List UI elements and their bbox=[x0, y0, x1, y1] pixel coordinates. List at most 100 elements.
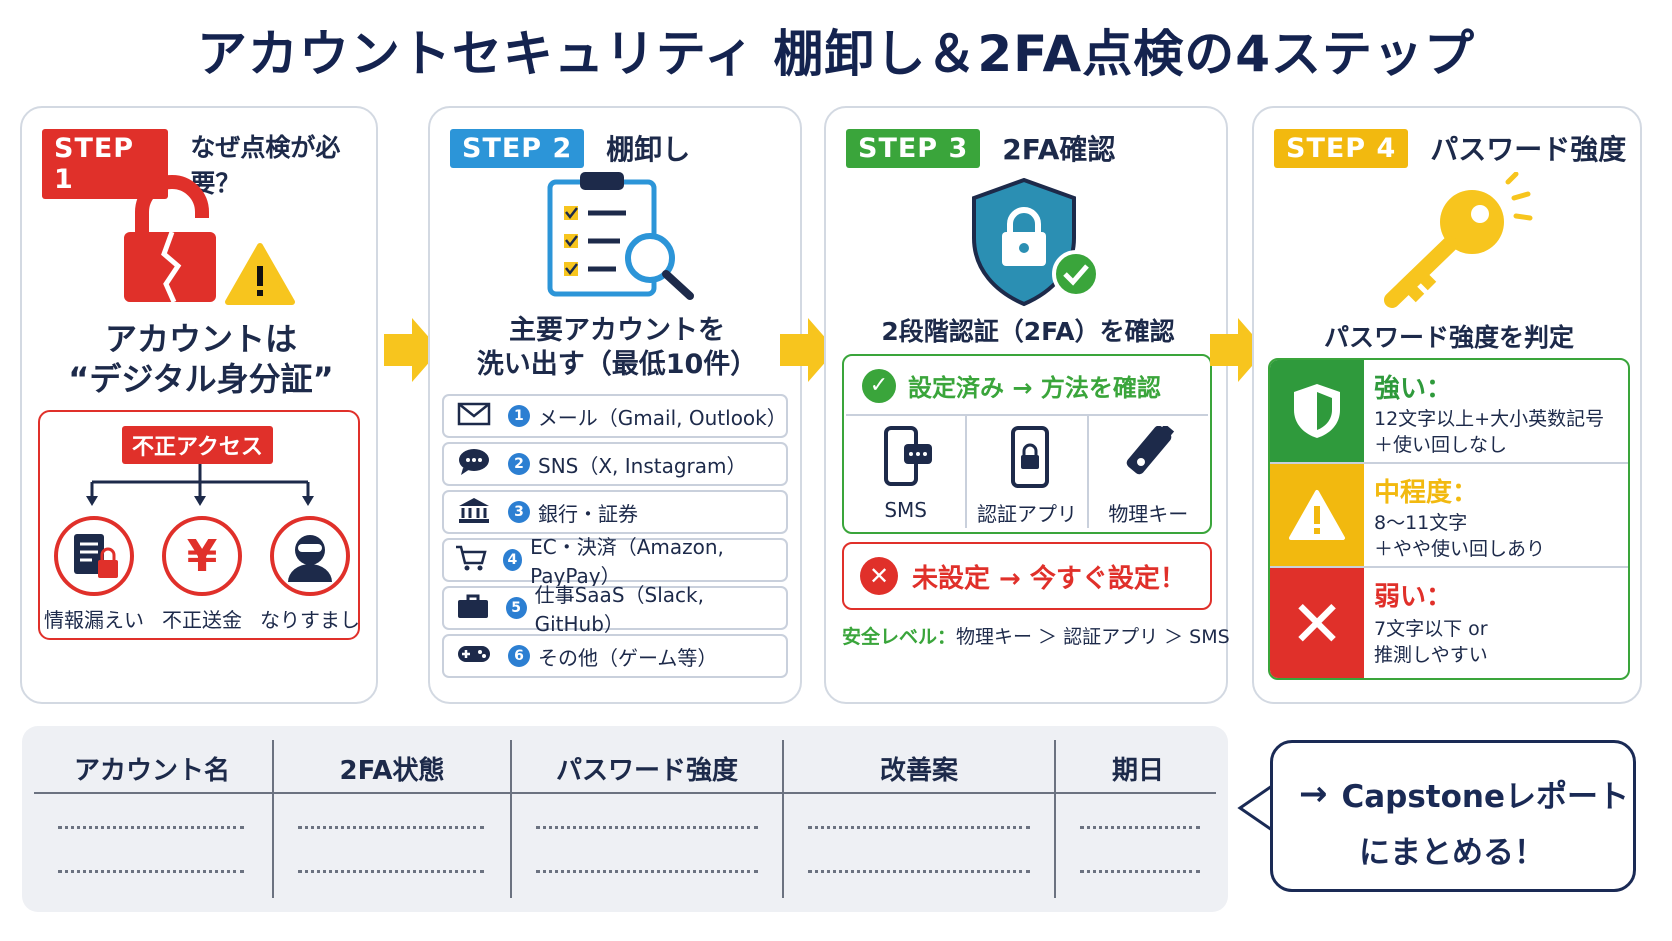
shield-icon bbox=[1270, 360, 1364, 462]
account-number: 4 bbox=[502, 549, 523, 571]
safety-level: 安全レベル：物理キー ＞ 認証アプリ ＞ SMS bbox=[842, 622, 1230, 649]
method-label: 物理キー bbox=[1108, 502, 1189, 526]
step1-line2: “デジタル身分証” bbox=[68, 360, 334, 398]
method-label: 認証アプリ bbox=[976, 502, 1077, 526]
not-set-box: ✕ 未設定 → 今すぐ設定！ bbox=[842, 542, 1212, 610]
step4-card: STEP 4 パスワード強度 パスワード強度を判定 強い： 12文字以上+大小英… bbox=[1252, 106, 1642, 704]
step3-badge: STEP 3 bbox=[846, 128, 981, 168]
strength-desc: 8〜11文字 bbox=[1374, 512, 1468, 534]
risk-label: 情報漏えい bbox=[44, 608, 144, 632]
safety-level-order: 物理キー ＞ 認証アプリ ＞ SMS bbox=[956, 626, 1230, 648]
page-title: アカウントセキュリティ 棚卸し＆2FA点検の4ステップ bbox=[196, 25, 1476, 83]
account-number: 6 bbox=[508, 645, 530, 667]
threat-box: 不正アクセス ¥ 情報漏えい 不正送金 なりすまし bbox=[38, 410, 360, 640]
arrow-right-icon: → bbox=[1299, 773, 1328, 814]
blank-line bbox=[536, 870, 758, 873]
x-icon: ✕ bbox=[860, 557, 898, 595]
threat-label: 不正アクセス bbox=[122, 426, 273, 464]
capstone-callout: → Capstoneレポート にまとめる！ bbox=[1270, 740, 1636, 892]
not-set-label: 未設定 → 今すぐ設定！ bbox=[912, 563, 1186, 594]
yen-icon: ¥ bbox=[162, 516, 242, 596]
mail-icon bbox=[452, 402, 496, 430]
table-header: 2FA状態 bbox=[339, 756, 445, 786]
blank-line bbox=[298, 826, 484, 829]
table-header: パスワード強度 bbox=[555, 756, 738, 786]
table-header: 期日 bbox=[1111, 756, 1164, 786]
account-number: 1 bbox=[507, 405, 530, 427]
blank-line bbox=[1080, 826, 1200, 829]
authenticator-app-icon bbox=[1011, 426, 1050, 488]
data-leak-icon bbox=[54, 516, 134, 596]
strength-row-medium: 中程度： 8〜11文字 ＋やや使い回しあり bbox=[1270, 464, 1628, 568]
table-column-divider bbox=[1054, 740, 1056, 898]
table-column-divider bbox=[272, 740, 274, 898]
method-app: 認証アプリ bbox=[967, 416, 1089, 528]
table-column-divider bbox=[782, 740, 784, 898]
method-key: 物理キー bbox=[1089, 416, 1208, 528]
account-row: 5 仕事SaaS（Slack, GitHub） bbox=[442, 583, 788, 636]
clipboard-search-icon bbox=[547, 172, 694, 300]
chat-icon bbox=[452, 448, 496, 480]
cart-icon bbox=[452, 544, 491, 576]
step4-badge: STEP 4 bbox=[1274, 128, 1409, 168]
blank-line bbox=[808, 870, 1030, 873]
check-icon: ✓ bbox=[862, 368, 896, 403]
step3-title: 2FA確認 bbox=[1002, 133, 1116, 166]
step2-badge: STEP 2 bbox=[450, 128, 585, 168]
step1-card: STEP 1 なぜ点検が必要？ アカウントは “デジタル身分証” 不正アクセス … bbox=[20, 106, 378, 704]
warning-icon bbox=[1270, 464, 1364, 566]
strength-desc: ＋やや使い回しあり bbox=[1374, 538, 1546, 560]
table-column-divider bbox=[510, 740, 512, 898]
strength-name: 強い： bbox=[1374, 374, 1453, 404]
strength-row-weak: ✕ 弱い： 7文字以下 or 推測しやすい bbox=[1270, 568, 1628, 678]
blank-line bbox=[1080, 870, 1200, 873]
method-label: SMS bbox=[884, 498, 927, 522]
table-header: 改善案 bbox=[879, 756, 958, 786]
branch-arrows bbox=[86, 464, 314, 506]
strength-name: 弱い： bbox=[1374, 582, 1453, 612]
step2-title: 棚卸し bbox=[606, 133, 691, 166]
security-key-icon bbox=[1126, 426, 1174, 475]
step1-line1: アカウントは bbox=[104, 320, 297, 358]
bank-icon bbox=[452, 496, 496, 528]
callout-line2: にまとめる！ bbox=[1359, 835, 1545, 871]
capstone-table: アカウント名 2FA状態 パスワード強度 改善案 期日 bbox=[22, 726, 1228, 912]
account-number: 3 bbox=[508, 501, 530, 523]
blank-line bbox=[536, 826, 758, 829]
method-grid: SMS 認証アプリ 物理キー bbox=[846, 414, 1208, 528]
step2-line1: 主要アカウントを bbox=[509, 315, 725, 346]
account-row: 4 EC・決済（Amazon, PayPay） bbox=[442, 535, 788, 588]
account-number: 5 bbox=[505, 597, 527, 619]
account-label: EC・決済（Amazon, PayPay） bbox=[530, 535, 724, 588]
step1-badge: STEP 1 bbox=[42, 129, 169, 199]
risk-label: 不正送金 bbox=[162, 608, 242, 632]
blank-line bbox=[58, 870, 244, 873]
strength-table: 強い： 12文字以上+大小英数記号 ＋使い回しなし 中程度： 8〜11文字 ＋や… bbox=[1268, 358, 1630, 680]
step4-headline: パスワード強度を判定 bbox=[1323, 323, 1574, 352]
step1-title: なぜ点検が必要？ bbox=[190, 133, 341, 198]
account-label: 銀行・証券 bbox=[538, 501, 638, 526]
account-number: 2 bbox=[508, 453, 530, 475]
blank-line bbox=[58, 826, 244, 829]
strength-desc: 12文字以上+大小英数記号 bbox=[1374, 408, 1605, 430]
gamepad-icon bbox=[452, 642, 496, 670]
method-sms: SMS bbox=[846, 416, 968, 528]
table-divider bbox=[34, 792, 1216, 794]
impersonation-icon bbox=[270, 516, 350, 596]
account-row: 6 その他（ゲーム等） bbox=[442, 634, 788, 678]
table-header: アカウント名 bbox=[73, 756, 230, 786]
account-label: 仕事SaaS（Slack, GitHub） bbox=[534, 583, 704, 636]
step2-line2: 洗い出す（最低10件） bbox=[476, 349, 758, 380]
step3-card: STEP 3 2FA確認 2段階認証（2FA）を確認 ✓ 設定済み → 方法を確… bbox=[824, 106, 1230, 704]
step2-card: STEP 2 棚卸し 主要アカウントを 洗い出す（最低10件） 1 メール（Gm… bbox=[428, 106, 802, 704]
account-row: 2 SNS（X, Instagram） bbox=[442, 442, 788, 486]
sms-icon bbox=[884, 426, 932, 486]
account-label: SNS（X, Instagram） bbox=[538, 453, 747, 478]
strength-desc: ＋使い回しなし bbox=[1374, 434, 1508, 456]
callout-line1: Capstoneレポート bbox=[1341, 779, 1630, 815]
strength-name: 中程度： bbox=[1374, 478, 1479, 508]
account-label: メール（Gmail, Outlook） bbox=[537, 405, 787, 430]
blank-line bbox=[808, 826, 1030, 829]
broken-lock-icon bbox=[124, 175, 295, 305]
x-icon: ✕ bbox=[1270, 568, 1364, 678]
